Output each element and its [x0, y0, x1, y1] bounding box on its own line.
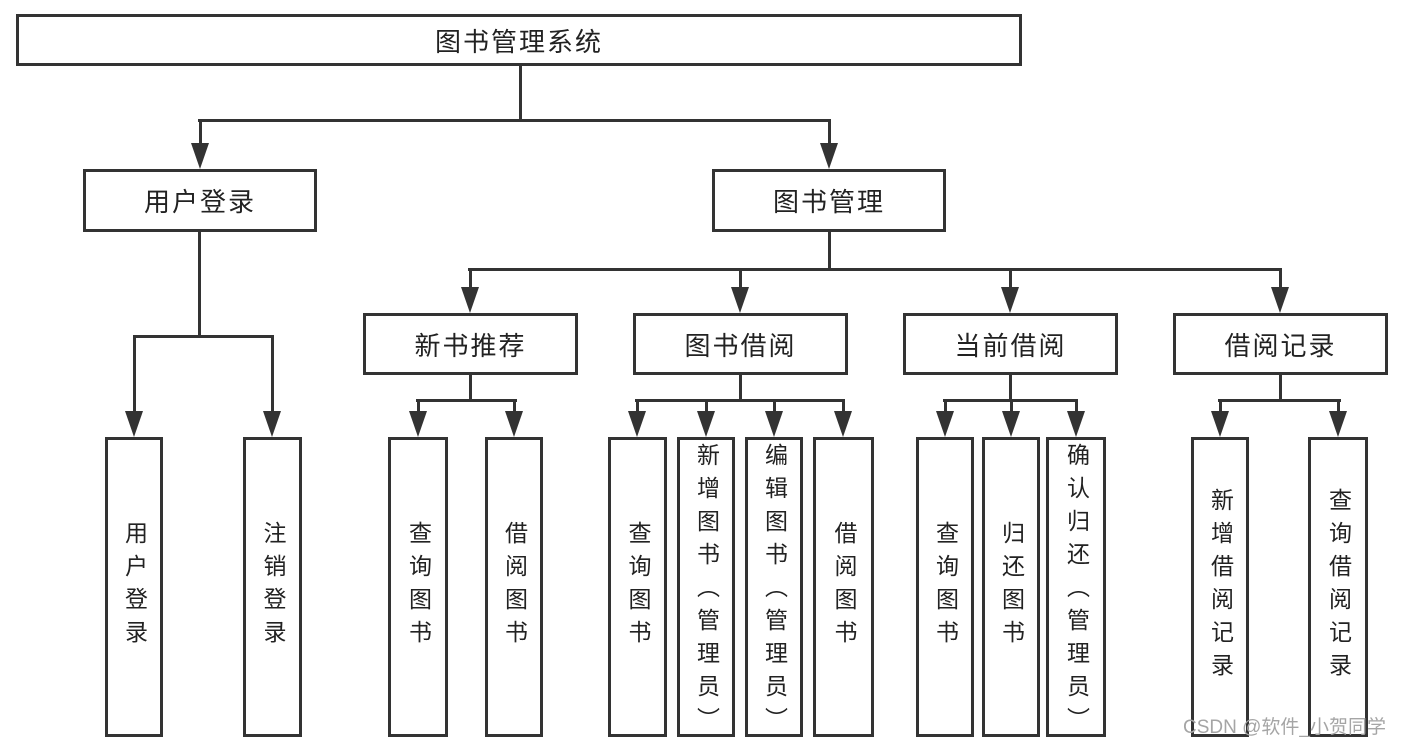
arrow-down-icon	[1002, 411, 1020, 437]
node-current-borrowing: 当前借阅	[903, 313, 1118, 375]
leaf-label: 用户登录	[121, 521, 148, 653]
leaf-current-query-books: 查询图书	[916, 437, 974, 737]
connector-line	[417, 402, 420, 413]
leaf-borrowing-add-book-admin: 新增图书（管理员）	[677, 437, 735, 740]
connector-line	[199, 122, 202, 145]
connector-line	[636, 402, 639, 413]
node-book-management: 图书管理	[712, 169, 946, 232]
node-label: 用户登录	[143, 187, 256, 217]
arrow-down-icon	[263, 411, 281, 437]
connector-line	[1279, 375, 1282, 399]
leaf-recommend-borrow-books: 借阅图书	[485, 437, 543, 737]
node-label: 新书推荐	[414, 330, 527, 361]
arrow-down-icon	[765, 411, 783, 437]
connector-line	[1279, 271, 1282, 289]
arrow-down-icon	[125, 411, 143, 437]
connector-line	[842, 402, 845, 413]
connector-line	[1218, 399, 1341, 402]
connector-line	[133, 335, 274, 338]
arrow-down-icon	[834, 411, 852, 437]
leaf-label: 新增借阅记录	[1207, 488, 1234, 686]
node-label: 图书管理系统	[434, 26, 603, 57]
arrow-down-icon	[697, 411, 715, 437]
leaf-records-add-record: 新增借阅记录	[1191, 437, 1249, 737]
connector-line	[1075, 402, 1078, 413]
connector-line	[739, 375, 742, 399]
watermark: CSDN @软件_小贺同学	[1183, 717, 1386, 738]
leaf-current-confirm-return-admin: 确认归还（管理员）	[1046, 437, 1106, 740]
leaf-borrowing-borrow-books: 借阅图书	[813, 437, 874, 737]
leaf-label: 注销登录	[260, 521, 286, 653]
leaf-label: 查询图书	[405, 521, 432, 653]
leaf-label: 借阅图书	[501, 521, 528, 653]
connector-line	[943, 399, 1078, 402]
node-user-login: 用户登录	[83, 169, 317, 232]
leaf-current-return-book: 归还图书	[982, 437, 1040, 737]
connector-line	[773, 402, 776, 413]
leaf-borrowing-query-books: 查询图书	[608, 437, 667, 737]
connector-line	[198, 232, 201, 335]
arrow-down-icon	[1271, 287, 1289, 313]
arrow-down-icon	[731, 287, 749, 313]
connector-line	[198, 119, 831, 122]
node-new-book-recommend: 新书推荐	[363, 313, 578, 375]
node-label: 当前借阅	[954, 330, 1067, 361]
leaf-label: 编辑图书（管理员）	[761, 443, 788, 740]
leaf-recommend-query-books: 查询图书	[388, 437, 448, 737]
arrow-down-icon	[1329, 411, 1347, 437]
connector-line	[1010, 402, 1013, 413]
arrow-down-icon	[461, 287, 479, 313]
node-library-system: 图书管理系统	[16, 14, 1022, 66]
leaf-logout: 注销登录	[243, 437, 302, 737]
leaf-records-query-record: 查询借阅记录	[1308, 437, 1368, 737]
arrow-down-icon	[936, 411, 954, 437]
leaf-label: 新增图书（管理员）	[693, 443, 720, 740]
connector-line	[469, 375, 472, 399]
node-label: 图书管理	[772, 187, 885, 217]
arrow-down-icon	[505, 411, 523, 437]
connector-line	[469, 271, 472, 289]
node-book-borrowing: 图书借阅	[633, 313, 848, 375]
connector-line	[513, 402, 516, 413]
leaf-label: 查询图书	[625, 521, 651, 653]
arrow-down-icon	[1001, 287, 1019, 313]
connector-line	[705, 402, 708, 413]
arrow-down-icon	[628, 411, 646, 437]
connector-line	[828, 232, 831, 268]
arrow-down-icon	[409, 411, 427, 437]
connector-line	[416, 399, 517, 402]
leaf-user-login: 用户登录	[105, 437, 163, 737]
leaf-label: 确认归还（管理员）	[1063, 443, 1090, 740]
arrow-down-icon	[820, 143, 838, 169]
node-label: 借阅记录	[1224, 330, 1337, 361]
leaf-label: 归还图书	[998, 521, 1025, 653]
connector-line	[468, 268, 1282, 271]
node-borrowing-records: 借阅记录	[1173, 313, 1388, 375]
connector-line	[271, 338, 274, 413]
arrow-down-icon	[1067, 411, 1085, 437]
connector-line	[133, 338, 136, 413]
arrow-down-icon	[191, 143, 209, 169]
leaf-borrowing-edit-book-admin: 编辑图书（管理员）	[745, 437, 803, 740]
connector-line	[944, 402, 947, 413]
leaf-label: 借阅图书	[831, 521, 857, 653]
arrow-down-icon	[1211, 411, 1229, 437]
connector-line	[1337, 402, 1340, 413]
connector-line	[635, 399, 845, 402]
connector-line	[1009, 271, 1012, 289]
connector-line	[739, 271, 742, 289]
connector-line	[519, 66, 522, 119]
connector-line	[828, 122, 831, 145]
leaf-label: 查询借阅记录	[1325, 488, 1352, 686]
connector-line	[1219, 402, 1222, 413]
node-label: 图书借阅	[684, 330, 797, 361]
leaf-label: 查询图书	[932, 521, 959, 653]
connector-line	[1009, 375, 1012, 399]
